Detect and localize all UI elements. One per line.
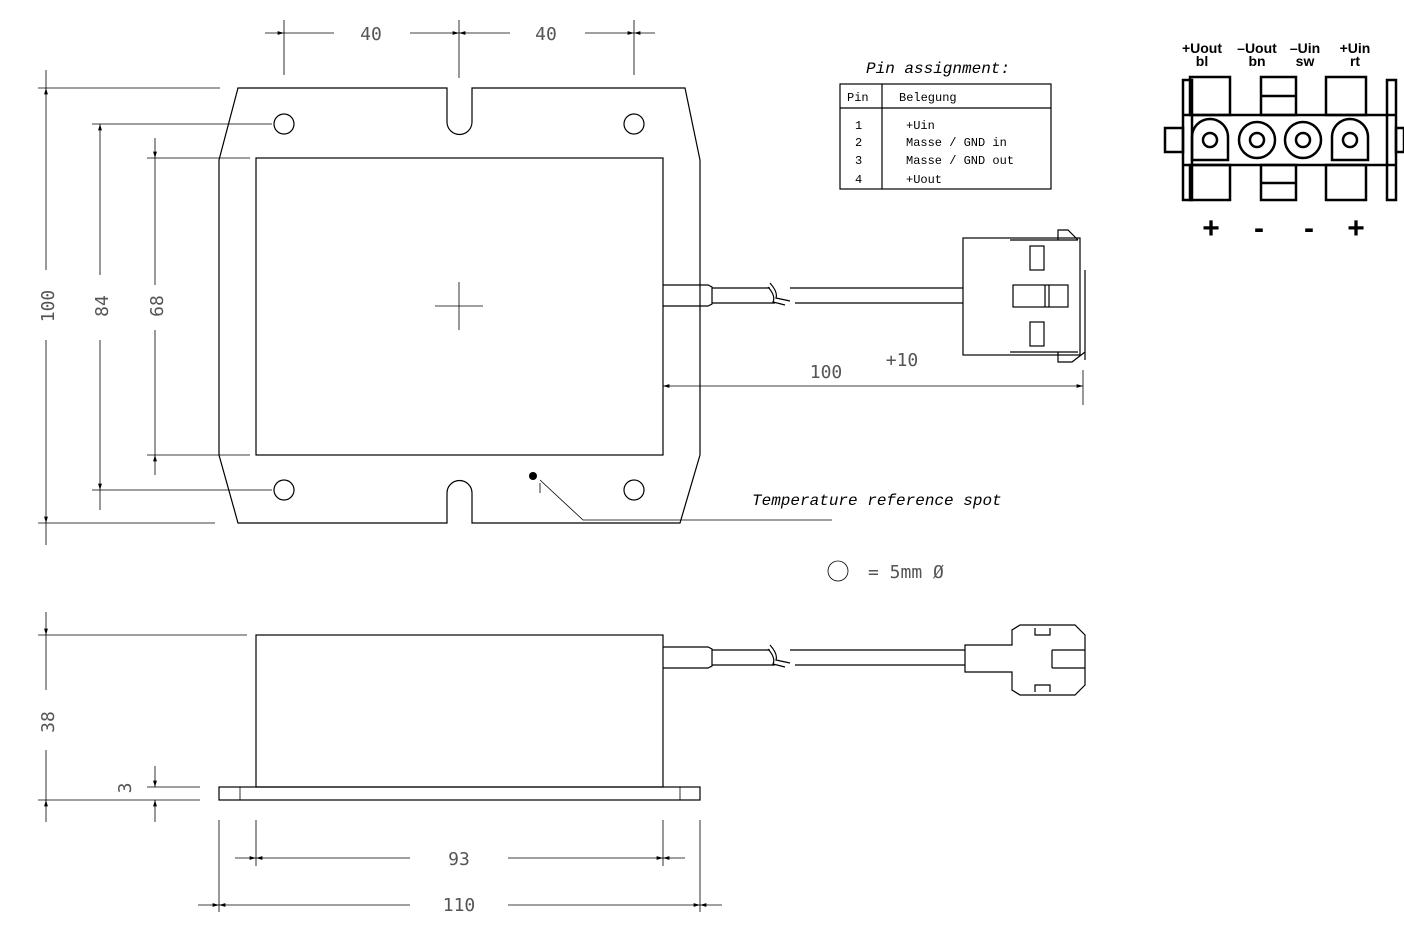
dim-68: 68 [147, 295, 168, 317]
mounting-hole [623, 479, 645, 501]
pin-number: 4 [855, 173, 862, 187]
pin-number: 3 [855, 154, 862, 168]
top-view: Temperature reference spot = 5mm Ø 40 40… [38, 20, 1086, 583]
pin-color-label: bn [1248, 53, 1265, 69]
pin-number: 2 [855, 136, 862, 150]
dim-40-right: 40 [535, 24, 557, 45]
dim-93-width: 93 [448, 849, 470, 870]
pin-table-title: Pin assignment: [866, 60, 1010, 78]
polarity-minus-icon: - [1304, 212, 1314, 245]
pin-description: Masse / GND out [906, 154, 1014, 168]
side-view: 38 3 93 110 [38, 612, 1086, 916]
housing-side [255, 634, 664, 788]
dim-3-plate: 3 [115, 783, 136, 794]
dim-100-height: 100 [38, 290, 59, 323]
mounting-plate-outline [218, 87, 701, 524]
pin-color-label: rt [1350, 53, 1360, 69]
hole-legend-label: = 5mm Ø [868, 562, 944, 583]
pin-description: +Uout [906, 173, 942, 187]
temperature-spot-marker [529, 472, 537, 480]
dim-cable-tolerance: +10 [886, 350, 919, 371]
pin-color-label: bl [1196, 53, 1208, 69]
connector-pinout-diagram: +Uout bl –Uout bn –Uin sw +Uin rt + - - … [1163, 40, 1404, 245]
polarity-plus-icon: + [1347, 212, 1365, 245]
housing-outline [255, 157, 664, 456]
base-plate-side [218, 786, 701, 801]
connector-side [964, 624, 1086, 696]
mounting-hole [623, 113, 645, 135]
mounting-hole [273, 113, 295, 135]
pin-description: +Uin [906, 119, 935, 133]
pin-number: 1 [855, 119, 862, 133]
pin-signal-label: –Uin [1290, 40, 1320, 56]
pin-header: Pin [847, 91, 869, 105]
temperature-leader [539, 479, 832, 521]
polarity-minus-icon: - [1254, 212, 1264, 245]
dim-84: 84 [92, 295, 113, 317]
pin-color-label: sw [1296, 53, 1315, 69]
center-cross [435, 282, 483, 330]
belegung-header: Belegung [899, 91, 957, 105]
pin-description: Masse / GND in [906, 136, 1007, 150]
dim-38-height: 38 [38, 711, 59, 733]
pin-signal-label: –Uout [1237, 40, 1277, 56]
pin-assignment-table: Pin assignment: Pin Belegung 1 +Uin 2 Ma… [839, 60, 1052, 190]
pin-signal-label: +Uin [1340, 40, 1371, 56]
pin-signal-label: +Uout [1182, 40, 1222, 56]
cable [663, 282, 963, 307]
dim-cable-length: 100 [810, 362, 843, 383]
polarity-plus-icon: + [1202, 212, 1220, 245]
mounting-hole [273, 479, 295, 501]
hole-legend-circle-icon [827, 560, 849, 582]
dim-40-left: 40 [360, 24, 382, 45]
cable-side [663, 644, 965, 669]
dim-110-width: 110 [443, 895, 476, 916]
temperature-reference-label: Temperature reference spot [752, 492, 1002, 510]
connector-top [962, 229, 1086, 363]
